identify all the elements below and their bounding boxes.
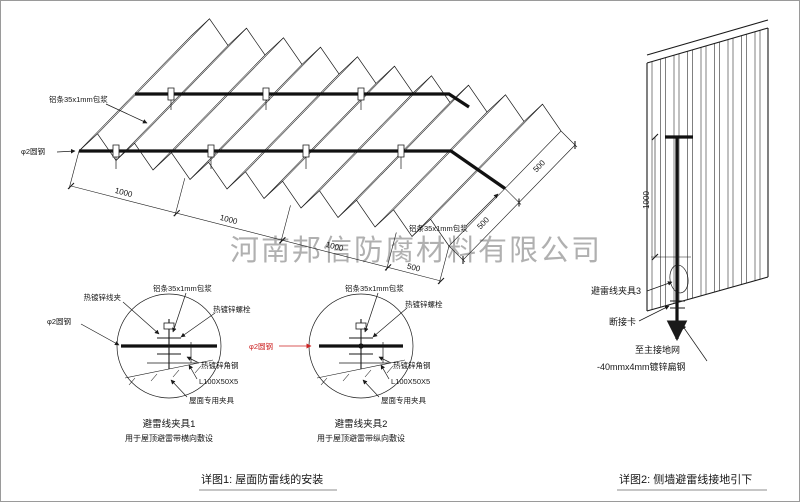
dim-1000-c: 1000 — [325, 240, 345, 253]
caption-figure1: 详图1: 屋面防雷线的安装 — [201, 472, 323, 486]
dim-500-c: 500 — [531, 158, 547, 174]
detail-clamp-1: 热镀锌线夹 铝条35x1mm包浆 热镀锌螺栓 φ2圆钢 热镀锌角钢 L100X5… — [47, 283, 251, 443]
detail2-bolt-nut — [355, 322, 367, 330]
leader-d1-angle-steel — [186, 356, 200, 364]
label-d2-angle-steel: 热镀锌角钢 — [393, 360, 431, 370]
wall-outline — [646, 19, 769, 312]
company-watermark: 河南邦信防腐材料有限公司 — [230, 234, 602, 267]
leader-d1-roof-clamp — [170, 379, 188, 398]
label-flat-steel: -40mmx4mm镀锌扁钢 — [597, 361, 686, 372]
roof-lightning-wire-upper — [135, 92, 470, 109]
roof-clamp-stubs — [115, 100, 402, 169]
wall-dim-1000: 1000 — [642, 191, 651, 209]
leader-d2-angle-steel — [378, 356, 392, 364]
label-disconnect: 断接卡 — [609, 316, 636, 327]
detail1-title: 避雷线夹具1 — [143, 418, 196, 430]
label-d1-angle-size: L100X50X5 — [199, 377, 238, 386]
dim-1000-a: 1000 — [114, 186, 134, 199]
wall-dim-lines — [651, 137, 691, 258]
detail1-bolt-nut — [163, 322, 175, 330]
label-d2-bolt: 热镀锌螺栓 — [405, 299, 443, 309]
roof-isometric-view: 1000 1000 1000 500 500 500 铝条35x1mm包浆 φ2… — [21, 18, 578, 285]
label-d1-angle-steel: 热镀锌角钢 — [201, 360, 239, 370]
leader-d2-angle-size — [380, 364, 390, 380]
label-to-main-ground: 至主接地网 — [635, 344, 680, 355]
leader-round-steel-main — [56, 148, 76, 154]
label-round-steel-main: φ2圆钢 — [21, 146, 45, 156]
leader-d2-alu-strip — [364, 292, 379, 333]
wall-corrugations — [651, 30, 761, 310]
detail-clamp-2: 铝条35x1mm包浆 热镀锌螺栓 φ2圆钢 热镀锌角钢 L100X50X5 屋面… — [249, 283, 443, 443]
roof-dim-right-ticks — [462, 141, 576, 264]
label-alu-strip-right: 铝条35x1mm包浆 — [409, 223, 468, 233]
roof-dimension-bottom: 1000 1000 1000 500 — [67, 150, 450, 285]
leader-flat-steel — [681, 324, 708, 362]
label-d1-alu-strip: 铝条35x1mm包浆 — [153, 283, 212, 293]
detail1-circle — [116, 293, 222, 399]
dim-500-b: 500 — [475, 215, 491, 231]
leader-d2-roof-clamp — [362, 379, 380, 398]
roof-back-edge — [190, 18, 562, 132]
label-d2-round-steel: φ2圆钢 — [249, 341, 273, 351]
label-alu-strip-top: 铝条35x1mm包浆 — [49, 94, 108, 104]
label-clamp3: 避雷线夹具3 — [591, 285, 641, 296]
figure-captions: 详图1: 屋面防雷线的安装 详图2: 侧墙避雷线接地引下 — [199, 472, 767, 491]
roof-dim-bottom-ticks — [67, 182, 445, 285]
caption-figure2: 详图2: 侧墙避雷线接地引下 — [619, 472, 752, 486]
roof-wire-clamps — [112, 87, 405, 158]
leader-d1-alu-strip — [172, 292, 187, 333]
leader-alu-strip-right — [466, 193, 499, 226]
clamp3-oval — [669, 264, 689, 294]
leader-d1-wire-clamp — [122, 301, 160, 335]
leader-clamp3 — [646, 281, 673, 292]
detail1-subtitle: 用于屋顶避雷带横向敷设 — [125, 433, 213, 443]
label-d1-wire-clamp: 热镀锌线夹 — [84, 292, 122, 302]
detail1-roof-surface — [124, 359, 214, 386]
roof-dim-right-lines — [448, 130, 578, 263]
label-d1-round-steel: φ2圆钢 — [47, 316, 71, 326]
label-d1-roof-clamp: 屋面专用夹具 — [189, 395, 234, 405]
leader-disconnect — [638, 305, 670, 322]
leader-d2-bolt — [372, 307, 408, 338]
roof-lightning-wire-lower — [79, 149, 506, 190]
roof-ridge-lines — [78, 18, 562, 247]
roof-dim-bottom-lines — [68, 150, 450, 285]
leader-d1-round-steel — [80, 323, 120, 346]
detail2-title: 避雷线夹具2 — [335, 418, 388, 430]
label-d2-alu-strip: 铝条35x1mm包浆 — [345, 283, 404, 293]
side-wall-view: 1000 避雷线夹具3 断接卡 至主接地网 -40mmx4mm镀锌扁钢 — [591, 19, 769, 372]
label-d1-bolt: 热镀锌螺栓 — [213, 304, 251, 314]
detail2-roof-surface — [316, 359, 406, 386]
disconnect-link-marks — [670, 300, 685, 309]
label-d2-roof-clamp: 屋面专用夹具 — [381, 395, 426, 405]
label-d2-angle-size: L100X50X5 — [391, 377, 430, 386]
leader-d1-bolt — [180, 312, 216, 338]
dim-1000-b: 1000 — [219, 213, 239, 226]
detail2-subtitle: 用于屋顶避雷带纵向敷设 — [317, 433, 405, 443]
dim-500-a: 500 — [406, 262, 422, 274]
leader-alu-strip-top — [105, 103, 148, 124]
leader-d1-angle-size — [188, 364, 198, 380]
wall-dimension: 1000 — [642, 133, 691, 261]
wall-dim-ticks — [651, 133, 659, 261]
